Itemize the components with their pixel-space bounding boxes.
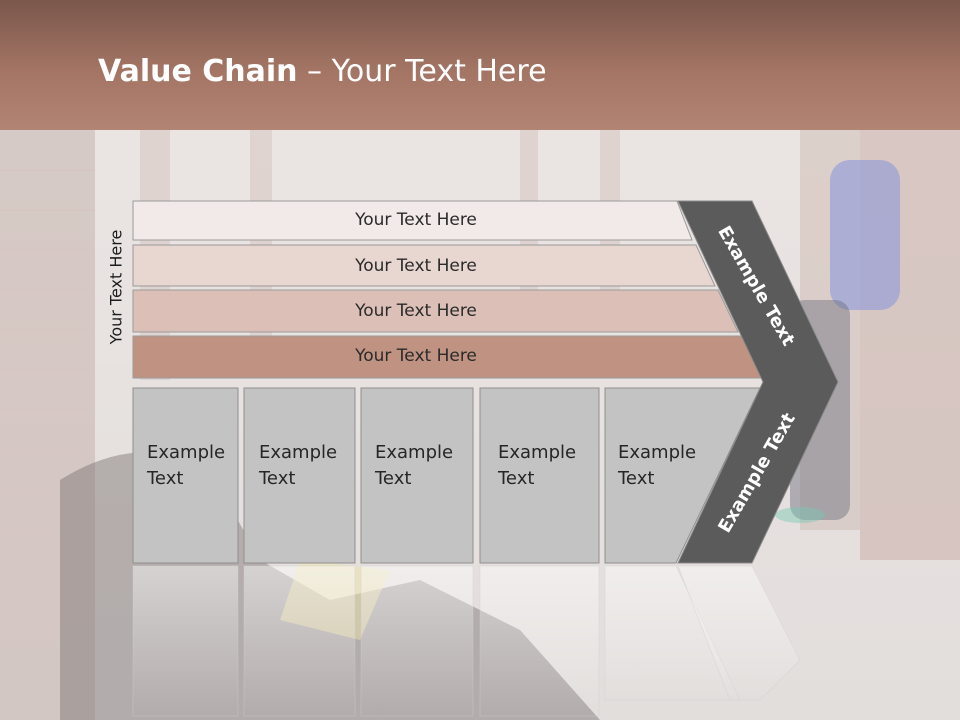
primary-activity-3-line1: Example — [375, 442, 454, 463]
primary-activity-box-1[interactable] — [132, 387, 239, 564]
primary-activity-2-line2: Text — [259, 468, 296, 489]
slide-title: Value Chain – Your Text Here — [98, 54, 547, 89]
primary-activity-4-line2: Text — [498, 468, 535, 489]
primary-activity-3-line2: Text — [375, 468, 412, 489]
support-band-1[interactable] — [132, 200, 693, 241]
primary-activity-box-3[interactable] — [360, 387, 474, 564]
primary-activity-3-text: Example Text — [375, 440, 453, 492]
primary-activity-box-2[interactable] — [243, 387, 356, 564]
primary-activity-2-line1: Example — [259, 442, 338, 463]
support-band-3[interactable] — [132, 289, 739, 333]
support-band-2[interactable] — [132, 244, 716, 287]
title-bold: Value Chain — [98, 54, 298, 89]
primary-activity-1-text: Example Text — [147, 440, 225, 492]
primary-activity-5-line1: Example — [618, 442, 697, 463]
title-rest: – Your Text Here — [297, 54, 547, 89]
primary-activity-1-line2: Text — [147, 468, 184, 489]
title-bar — [0, 0, 960, 130]
primary-activity-1-line1: Example — [147, 442, 226, 463]
support-band-4[interactable] — [132, 335, 763, 379]
primary-activity-box-4[interactable] — [479, 387, 600, 564]
margin-chevron[interactable] — [677, 200, 839, 564]
primary-activity-5-line2: Text — [618, 468, 655, 489]
primary-activity-box-5[interactable] — [604, 387, 761, 564]
primary-activity-5-text: Example Text — [618, 440, 696, 492]
primary-activity-4-text: Example Text — [498, 440, 576, 492]
primary-activity-4-line1: Example — [498, 442, 577, 463]
primary-activity-2-text: Example Text — [259, 440, 337, 492]
